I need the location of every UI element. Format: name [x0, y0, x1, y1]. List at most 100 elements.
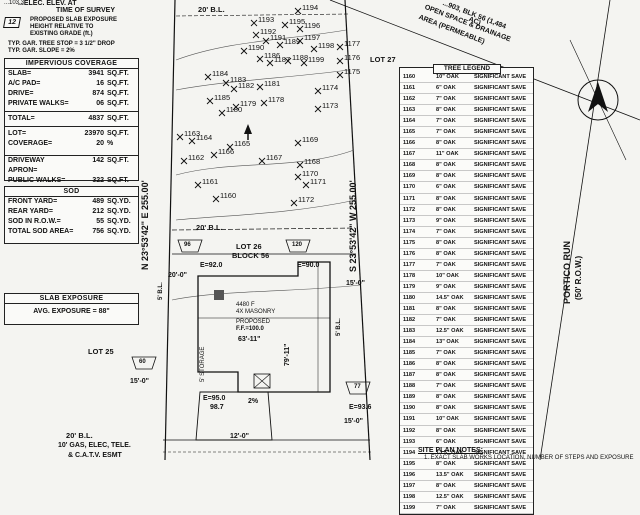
tree-x-icon	[188, 137, 196, 145]
tree-marker: 1191	[262, 33, 286, 45]
tree-size: 12.5" OAK	[436, 493, 464, 500]
contour-line	[175, 29, 347, 61]
building-line	[171, 227, 356, 231]
tree-status: SIGNIFICANT SAVE	[474, 173, 527, 180]
tree-number: 1164	[196, 133, 212, 142]
typ-tree-stop-note: TYP. GAR. TREE STOP = 3 1/2" DROP	[8, 41, 115, 47]
tree-marker: 1192	[252, 27, 276, 39]
tree-number: 1174	[322, 83, 338, 92]
tree-marker: 1176	[336, 53, 360, 65]
tree-id: 1184	[403, 339, 416, 346]
tree-x-icon	[336, 71, 344, 79]
slab-exposure-marker: 12	[3, 17, 21, 28]
rear-building-line	[175, 13, 349, 17]
tree-x-icon	[302, 181, 310, 189]
tree-id: 1164	[403, 118, 416, 125]
tree-id: 1182	[403, 317, 416, 324]
storage-label: 5' STORAGE	[200, 346, 206, 382]
tree-x-icon	[260, 99, 268, 107]
tree-marker: 1162	[180, 153, 204, 165]
tree-number: 1184	[212, 69, 228, 78]
tree-marker: 1199	[300, 55, 324, 67]
tree-x-icon	[180, 157, 188, 165]
tree-x-icon	[256, 55, 264, 63]
slab-note-3: EXISTING GRADE (ft.)	[30, 31, 93, 37]
tree-x-icon	[194, 181, 202, 189]
tree-number: 1194	[302, 3, 318, 12]
tree-size: 7" OAK	[436, 350, 456, 357]
tree-number: 1166	[218, 147, 234, 156]
utility-easement-2: & C.A.T.V. ESMT	[68, 452, 122, 459]
tree-status: SIGNIFICANT SAVE	[474, 151, 527, 158]
slab-exposure-title: SLAB EXPOSURE	[5, 294, 138, 304]
open-space-boundary	[329, 0, 640, 121]
tree-number: 1171	[310, 177, 326, 186]
tree-id: 1176	[403, 250, 416, 257]
coverage-row: COVERAGE=20%	[8, 140, 114, 147]
lot-25-label: LOT 25	[88, 347, 114, 356]
tree-marker: 1170	[294, 169, 318, 181]
tree-number: 1181	[264, 79, 280, 88]
tree-size: 10" OAK	[436, 74, 459, 80]
tree-number: 1176	[344, 53, 360, 62]
tree-id: 1177	[403, 261, 416, 268]
contour-line	[175, 69, 349, 91]
slab-exposure-panel: SLAB EXPOSURE AVG. EXPOSURE = 88"	[4, 293, 139, 325]
tree-size: 8" OAK	[436, 361, 456, 368]
tree-size: 6" OAK	[436, 438, 456, 445]
street-name: PORTICO RUN	[562, 241, 572, 304]
tree-x-icon	[314, 105, 322, 113]
house-ff: F.F.=100.0	[236, 326, 264, 332]
elevation-br: E=93.6	[349, 404, 372, 411]
tree-id: 1192	[403, 427, 416, 434]
tree-size: 8" OAK	[436, 140, 456, 147]
tree-marker: 1185	[206, 93, 230, 105]
tree-x-icon	[284, 57, 292, 65]
tree-size: 8" OAK	[436, 239, 456, 246]
tree-id: 1163	[403, 107, 416, 114]
elevation-bl: E=95.0	[203, 395, 226, 402]
tree-number: 1187	[274, 55, 290, 64]
tree-status: SIGNIFICANT SAVE	[474, 482, 527, 489]
tree-number: 1182	[238, 81, 254, 90]
tree-size: 7" OAK	[436, 228, 456, 235]
dim-12: 12'-0"	[230, 433, 249, 440]
tree-id: 1180	[403, 294, 416, 301]
sod-title: SOD	[5, 187, 138, 197]
tree-id: 1160	[403, 74, 416, 80]
tree-number: 1186	[264, 51, 280, 60]
tree-status: SIGNIFICANT SAVE	[474, 107, 527, 114]
tree-status: SIGNIFICANT SAVE	[474, 217, 527, 224]
tree-number: 1173	[322, 101, 338, 110]
header-note-3: ...103.3	[4, 0, 25, 6]
corner-box-120: 120	[292, 242, 303, 248]
utility-easement: 10' GAS, ELEC, TELE.	[58, 442, 131, 449]
tree-id: 1181	[403, 305, 416, 312]
tree-number: 1179	[240, 99, 256, 108]
tree-marker: 1177	[336, 39, 360, 51]
tree-status: SIGNIFICANT SAVE	[474, 504, 527, 511]
tree-size: 8" OAK	[436, 427, 456, 434]
tree-number: 1165	[234, 139, 250, 148]
tree-x-icon	[276, 41, 284, 49]
tree-number: 1180	[226, 105, 242, 114]
